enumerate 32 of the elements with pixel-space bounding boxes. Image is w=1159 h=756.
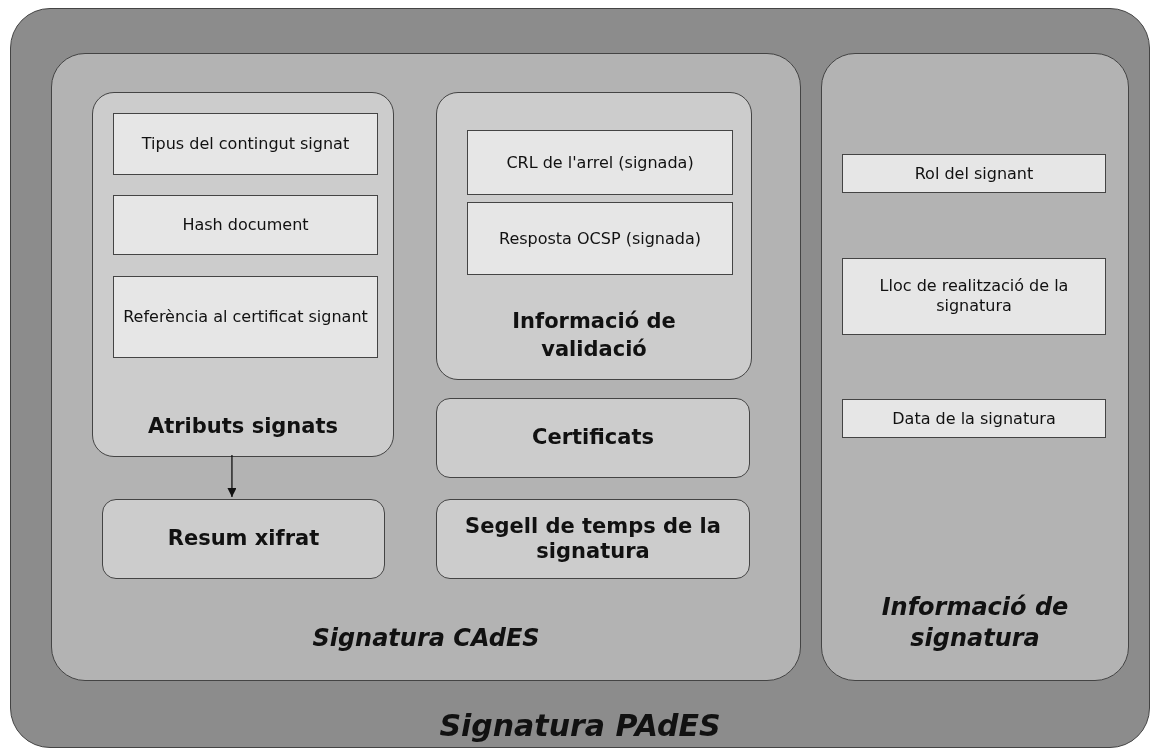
group-label: Atributs signats (146, 412, 340, 440)
attribute-label: Resposta OCSP (signada) (498, 228, 702, 249)
attribute-label: Lloc de realització de la signatura (878, 275, 1070, 318)
attribute-box (842, 399, 1106, 438)
group-panel (51, 53, 801, 681)
group-label: Signatura CAdES (311, 622, 541, 654)
rounded-box (102, 499, 385, 579)
group-label: Informació de signatura (880, 591, 1070, 654)
group-box (92, 92, 394, 457)
attribute-box (467, 202, 733, 275)
attribute-label: CRL de l'arrel (signada) (505, 152, 695, 173)
box-label: Resum xifrat (166, 526, 321, 552)
rounded-box (436, 398, 750, 478)
outer-container (10, 8, 1150, 748)
attribute-label: Data de la signatura (891, 408, 1057, 429)
group-label: Informació de validació (511, 308, 677, 363)
group-panel (821, 53, 1129, 681)
attribute-box (842, 258, 1106, 335)
attribute-label: Tipus del contingut signat (140, 133, 351, 155)
attribute-box (113, 276, 378, 358)
rounded-box (436, 499, 750, 579)
title-label: Signatura PAdES (438, 708, 722, 743)
attribute-box (467, 130, 733, 195)
attribute-box (113, 195, 378, 255)
group-box (436, 92, 752, 380)
attribute-label: Rol del signant (913, 163, 1035, 184)
attribute-box (113, 113, 378, 175)
attribute-label: Referència al certificat signant (122, 306, 369, 328)
attribute-box (842, 154, 1106, 193)
box-label: Segell de temps de la signatura (464, 513, 722, 565)
attribute-label: Hash document (181, 214, 310, 236)
box-label: Certificats (531, 425, 655, 451)
